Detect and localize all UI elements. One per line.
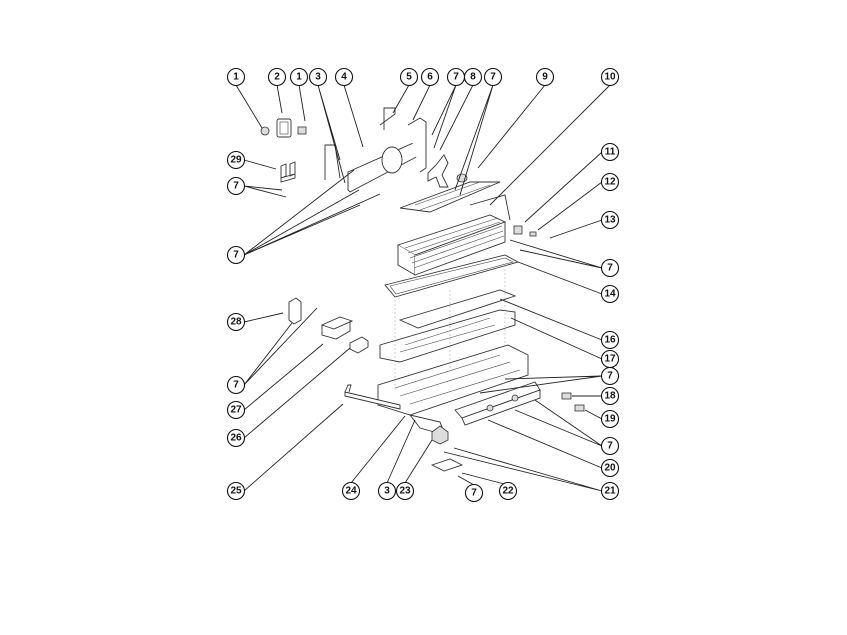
svg-text:2: 2 xyxy=(274,72,280,83)
svg-text:7: 7 xyxy=(607,263,613,274)
callout-7: 7 xyxy=(226,245,246,265)
heater-bracket-part xyxy=(454,381,541,426)
svg-text:7: 7 xyxy=(490,72,496,83)
svg-text:29: 29 xyxy=(230,155,242,166)
svg-text:22: 22 xyxy=(502,486,514,497)
svg-text:12: 12 xyxy=(604,177,616,188)
callout-10: 10 xyxy=(600,67,620,87)
svg-text:25: 25 xyxy=(230,486,242,497)
callout-20: 20 xyxy=(600,458,620,478)
duct-part xyxy=(288,297,369,354)
svg-text:13: 13 xyxy=(604,215,616,226)
callout-12: 12 xyxy=(600,172,620,192)
svg-text:6: 6 xyxy=(427,72,433,83)
svg-text:7: 7 xyxy=(233,181,239,192)
callouts: 1 2 1 3 4 5 6 7 8 7 9 10 29 7 7 11 12 13… xyxy=(226,67,620,503)
evaporator-coil-part xyxy=(396,194,511,276)
callout-28: 28 xyxy=(226,312,246,332)
clip-part xyxy=(280,161,296,183)
svg-text:3: 3 xyxy=(384,486,390,497)
svg-text:7: 7 xyxy=(453,72,459,83)
evaporator-cover-part xyxy=(399,173,501,213)
callout-7: 7 xyxy=(600,436,620,456)
callout-7: 7 xyxy=(600,258,620,278)
svg-text:17: 17 xyxy=(604,354,616,365)
callout-23: 23 xyxy=(395,481,415,501)
svg-text:11: 11 xyxy=(605,147,616,158)
svg-text:3: 3 xyxy=(315,72,321,83)
callout-3: 3 xyxy=(377,481,397,501)
thermostat-part xyxy=(430,425,464,472)
insulation-pad-part xyxy=(398,289,517,329)
svg-text:19: 19 xyxy=(604,414,616,425)
callout-7: 7 xyxy=(226,375,246,395)
svg-text:7: 7 xyxy=(233,250,239,261)
callout-26: 26 xyxy=(226,428,246,448)
rail-part xyxy=(344,384,401,410)
svg-text:1: 1 xyxy=(296,72,302,83)
svg-text:14: 14 xyxy=(604,289,616,300)
callout-7: 7 xyxy=(226,176,246,196)
svg-text:5: 5 xyxy=(406,72,412,83)
svg-text:7: 7 xyxy=(471,488,477,499)
svg-text:16: 16 xyxy=(604,335,616,346)
callout-1: 1 xyxy=(289,67,309,87)
callout-3: 3 xyxy=(308,67,328,87)
callout-4: 4 xyxy=(334,67,354,87)
callout-9: 9 xyxy=(535,67,555,87)
svg-text:1: 1 xyxy=(233,72,239,83)
callout-6: 6 xyxy=(420,67,440,87)
callout-7: 7 xyxy=(483,67,503,87)
motor-bracket-part xyxy=(260,118,307,138)
callout-25: 25 xyxy=(226,481,246,501)
callout-22: 22 xyxy=(498,481,518,501)
callout-29: 29 xyxy=(226,150,246,170)
callout-27: 27 xyxy=(226,400,246,420)
svg-text:7: 7 xyxy=(607,371,613,382)
svg-text:7: 7 xyxy=(233,380,239,391)
svg-text:7: 7 xyxy=(607,441,613,452)
callout-7: 7 xyxy=(464,483,484,503)
callout-11: 11 xyxy=(600,142,620,162)
callout-13: 13 xyxy=(600,210,620,230)
connector-part xyxy=(513,225,537,237)
svg-text:21: 21 xyxy=(604,486,616,497)
callout-18: 18 xyxy=(600,386,620,406)
callout-14: 14 xyxy=(600,284,620,304)
callout-19: 19 xyxy=(600,409,620,429)
svg-text:8: 8 xyxy=(470,72,476,83)
alignment-lines xyxy=(394,265,506,390)
callout-1: 1 xyxy=(226,67,246,87)
callout-7: 7 xyxy=(600,366,620,386)
drain-tray-part xyxy=(379,309,516,363)
svg-text:26: 26 xyxy=(230,433,242,444)
svg-text:24: 24 xyxy=(345,486,357,497)
switch-part xyxy=(561,392,585,412)
callout-2: 2 xyxy=(267,67,287,87)
parts-artwork xyxy=(260,107,585,472)
callout-16: 16 xyxy=(600,330,620,350)
svg-text:27: 27 xyxy=(230,405,242,416)
callout-8: 8 xyxy=(463,67,483,87)
svg-text:28: 28 xyxy=(230,317,242,328)
callout-21: 21 xyxy=(600,481,620,501)
svg-text:18: 18 xyxy=(604,391,616,402)
callout-5: 5 xyxy=(399,67,419,87)
svg-text:4: 4 xyxy=(341,72,347,83)
leader-lines xyxy=(235,84,611,492)
callout-7: 7 xyxy=(446,67,466,87)
callout-24: 24 xyxy=(341,481,361,501)
svg-text:9: 9 xyxy=(542,72,548,83)
svg-text:23: 23 xyxy=(399,486,411,497)
svg-text:20: 20 xyxy=(604,463,616,474)
callout-17: 17 xyxy=(600,349,620,369)
fan-shroud-part xyxy=(324,107,427,193)
fan-blade-part xyxy=(427,154,449,188)
svg-text:10: 10 xyxy=(604,72,616,83)
